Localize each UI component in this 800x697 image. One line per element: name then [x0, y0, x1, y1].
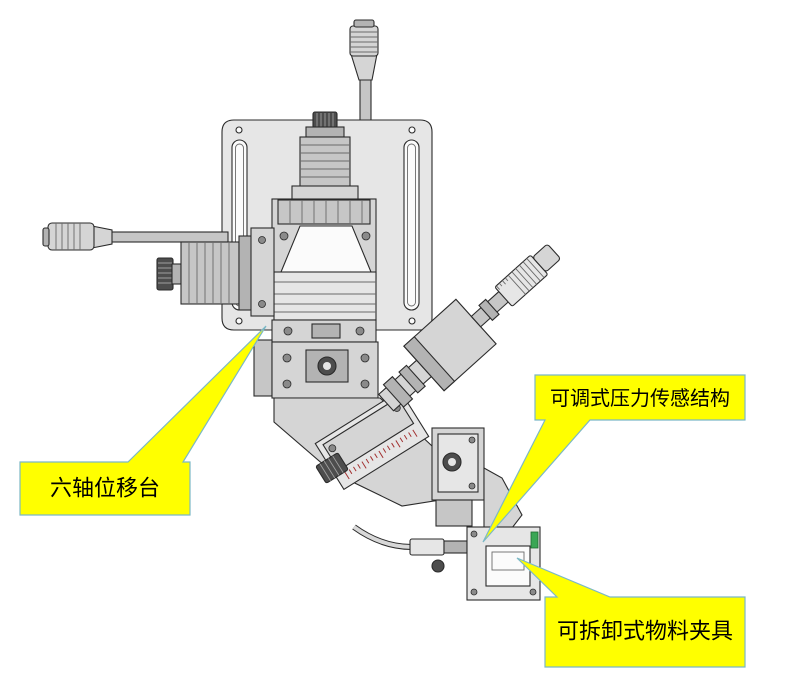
fixture-marker [530, 531, 539, 549]
fixture-screw [470, 530, 478, 538]
callout-label-material-fixture: 可拆卸式物料夹具 [557, 620, 733, 645]
callout-box-six-axis-stage [19, 325, 267, 516]
x-motor-knob-ridges [158, 262, 172, 284]
x-axis-block-screw [258, 300, 266, 308]
left-cable-cap [42, 227, 50, 247]
fixture-thumb-screw [431, 559, 445, 573]
bracket-screw [468, 436, 476, 444]
bracket-adjuster-hub [448, 458, 456, 466]
six-axis-stage-lower [253, 339, 379, 399]
lower-stage-screw [360, 379, 370, 389]
upper-stage-grooves [289, 200, 363, 224]
x-motor-shaft [171, 263, 182, 285]
stage-guide-lines [274, 281, 376, 313]
lower-stage-adjuster-hub [323, 362, 331, 370]
callout-box-material-fixture [516, 557, 746, 668]
upper-stage-screw [361, 231, 371, 241]
callout-six-axis-stage: 六轴位移台 [19, 325, 267, 516]
left-cable-connector [47, 222, 95, 251]
callout-label-pressure-sensor: 可调式压力传感结构 [550, 386, 730, 410]
x-motor-body [180, 241, 240, 305]
sensor-link [483, 467, 523, 529]
left-cable-strain-relief [91, 225, 113, 249]
bottom-cable [352, 524, 468, 573]
lower-stage-screw [360, 353, 370, 363]
top-cable-strain-relief [350, 53, 378, 81]
callout-box-pressure-sensor [482, 374, 746, 543]
callout-material-fixture: 可拆卸式物料夹具 [516, 557, 746, 668]
rotation-scale [344, 429, 418, 480]
bottom-cable-fitting [443, 540, 468, 554]
plate-hole [408, 126, 416, 134]
pressure-sensor-bracket [431, 427, 523, 529]
micrometer-lock [478, 298, 500, 322]
right-slot-inner [407, 143, 416, 307]
z-motor-mount [291, 185, 359, 201]
top-cable-connector-ridges [350, 31, 378, 53]
stage-carriage-center [311, 323, 341, 339]
z-motor-body [299, 136, 351, 188]
stage-carriage-screw [283, 326, 293, 336]
sensor-column [435, 499, 473, 527]
callout-pressure-sensor: 可调式压力传感结构 [482, 374, 746, 543]
rotation-knob-body [315, 452, 349, 484]
rotation-knob-ridges [319, 455, 344, 481]
plate-hole [235, 126, 243, 134]
x-motor-adapter [238, 235, 253, 311]
z-motor-collar [305, 126, 345, 138]
x-axis-block-screw [258, 236, 266, 244]
six-axis-stage-upper [271, 198, 377, 343]
plate-hole [408, 317, 416, 325]
z-motor-knob-ridges [316, 113, 334, 127]
left-cable [42, 222, 229, 251]
stage-carriage-screw [355, 326, 365, 336]
right-slot [403, 139, 420, 311]
plate-hole [235, 317, 243, 325]
micrometer-graduations [495, 277, 509, 290]
upper-stage-grooved-top [277, 199, 371, 225]
lower-stage-screw [282, 353, 292, 363]
micrometer-thimble-ridges [507, 258, 545, 295]
rotation-stage-screw [328, 444, 337, 453]
lower-side-handle [253, 339, 273, 397]
left-cable-connector-ridges [55, 223, 81, 250]
lower-stage-screw [282, 379, 292, 389]
fixture-screw [529, 588, 537, 596]
bottom-cable-sheath [352, 525, 413, 549]
left-cable-rod [109, 231, 229, 243]
x-axis-motor [156, 227, 275, 317]
detachable-material-fixture [466, 526, 541, 601]
arm-clamp [398, 364, 426, 394]
callout-label-six-axis-stage: 六轴位移台 [50, 477, 160, 502]
rotation-knob [315, 452, 349, 484]
x-axis-block [250, 227, 275, 317]
fixture-window [485, 545, 531, 587]
x-motor-ridges [188, 242, 230, 304]
upper-stage-screw [279, 231, 289, 241]
sensor-housing-side [403, 335, 456, 392]
rotation-stage-assembly [273, 389, 441, 507]
z-motor-ridges [300, 144, 350, 178]
top-cable-cap [353, 19, 375, 28]
micrometer-cap [533, 244, 561, 272]
top-cable-connector [349, 25, 379, 57]
stage-guide-plates [273, 271, 377, 321]
bottom-cable-connector [409, 538, 445, 556]
bracket-screw [468, 482, 476, 490]
fixture-screw [470, 588, 478, 596]
pressure-adjust-arm [377, 244, 561, 412]
arm-clamp [382, 375, 414, 408]
